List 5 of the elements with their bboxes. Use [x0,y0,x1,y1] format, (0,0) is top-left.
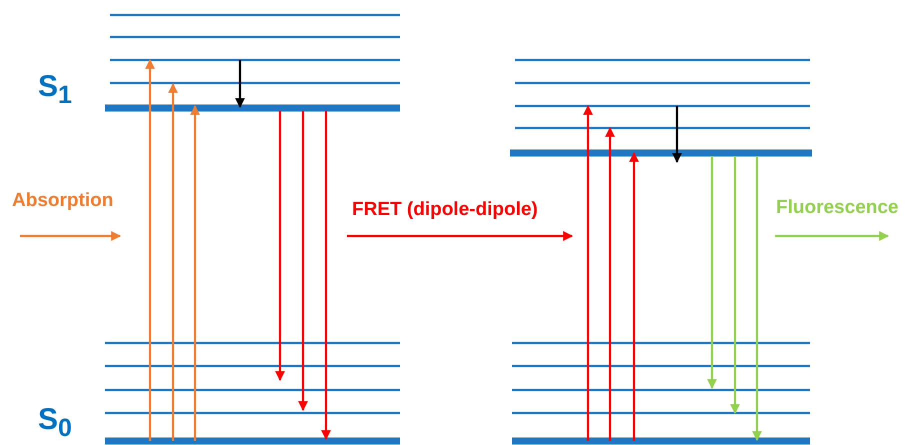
state-label: S$_{1}$ [38,72,72,108]
process-label: FRET (dipole-dipole) [352,200,538,219]
process-label: Fluorescence [776,198,898,217]
state-label: S$_{0}$ [38,405,72,441]
process-label: Absorption [12,191,114,210]
